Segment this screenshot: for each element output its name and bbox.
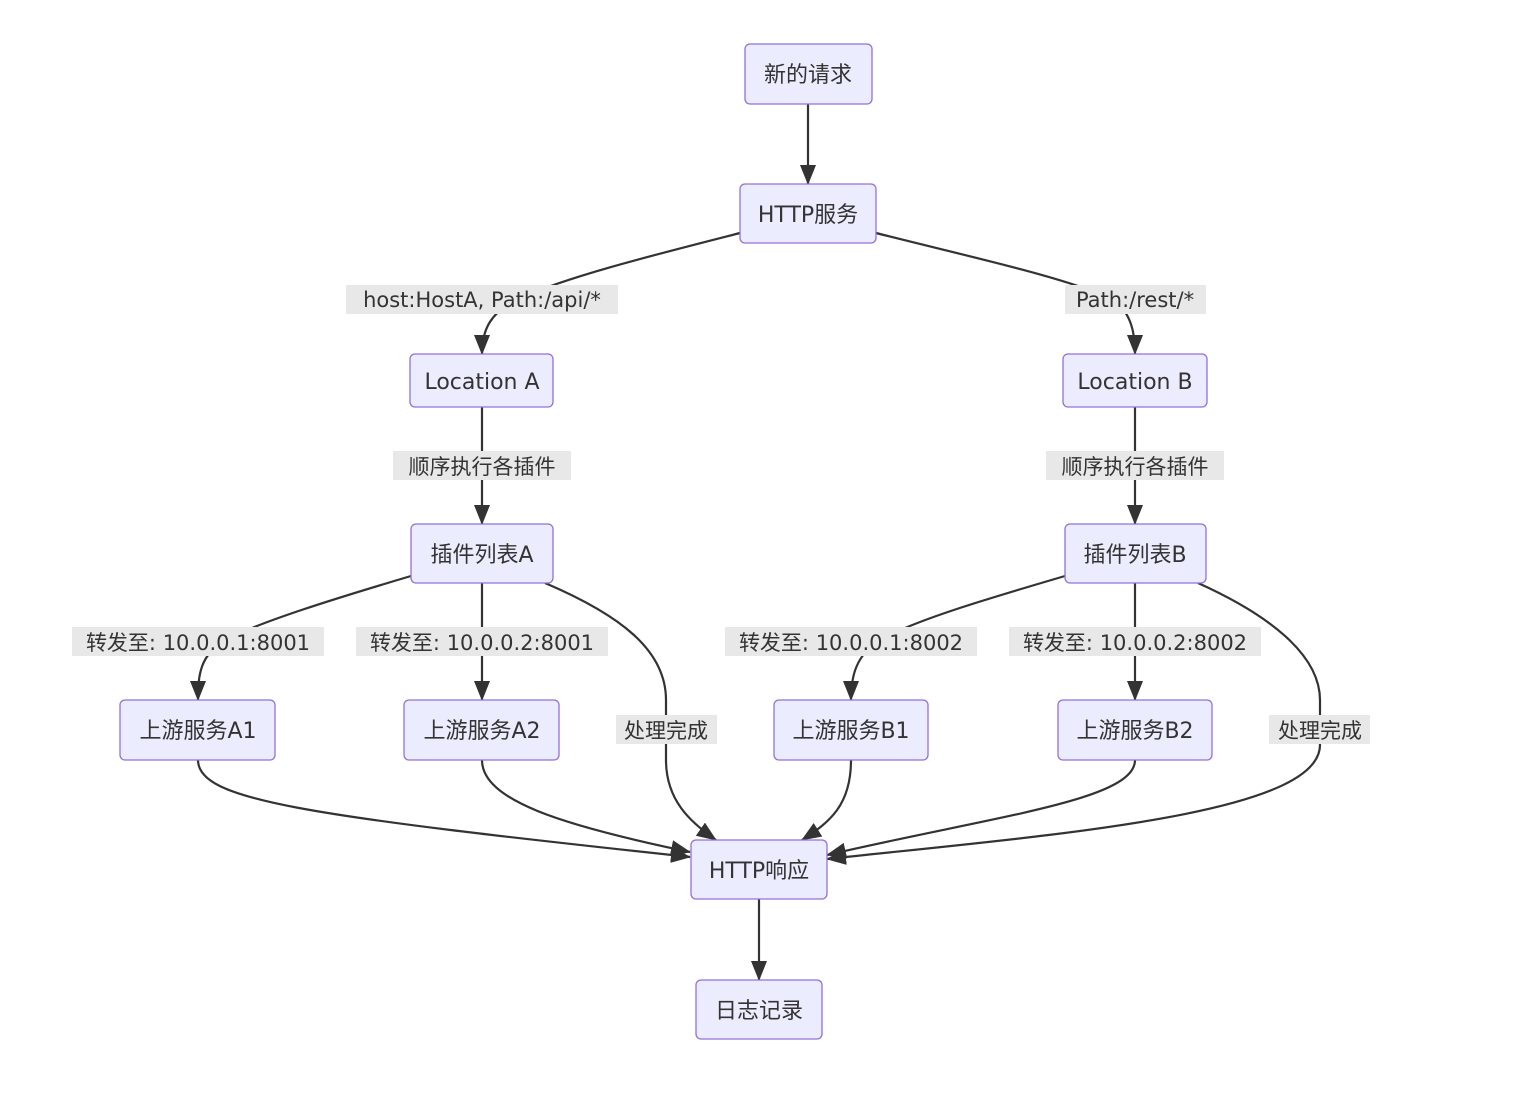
edge-upstream-a2-to-http-response xyxy=(480,759,691,856)
edge-upstream-b2-to-http-response xyxy=(826,759,1137,859)
svg-text:Location A: Location A xyxy=(424,370,539,395)
svg-text:HTTP服务: HTTP服务 xyxy=(758,203,858,228)
node-http-response: HTTP响应 xyxy=(690,839,828,900)
node-upstream-a2: 上游服务A2 xyxy=(403,699,560,761)
edge-label-plugins-a-to-upstream-a2: 转发至: 10.0.0.2:8001 xyxy=(356,627,608,656)
edge-label-location-b-to-plugins-b: 顺序执行各插件 xyxy=(1046,451,1224,480)
svg-text:上游服务B1: 上游服务B1 xyxy=(792,719,909,744)
node-location-a: Location A xyxy=(409,353,554,408)
edge-label-plugins-b-to-upstream-b2: 转发至: 10.0.0.2:8002 xyxy=(1009,627,1261,656)
svg-text:host:HostA, Path:/api/*: host:HostA, Path:/api/* xyxy=(363,288,601,312)
svg-text:插件列表B: 插件列表B xyxy=(1083,543,1186,568)
edge-plugins-b-to-http-response xyxy=(826,581,1322,865)
edge-label-location-a-to-plugins-a: 顺序执行各插件 xyxy=(393,451,571,480)
svg-text:转发至: 10.0.0.2:8002: 转发至: 10.0.0.2:8002 xyxy=(1023,631,1247,655)
svg-text:上游服务A1: 上游服务A1 xyxy=(139,719,256,744)
svg-text:顺序执行各插件: 顺序执行各插件 xyxy=(409,455,556,479)
svg-text:HTTP响应: HTTP响应 xyxy=(709,859,809,884)
node-upstream-a1: 上游服务A1 xyxy=(119,699,276,761)
edge-plugins-a-to-http-response xyxy=(544,581,717,841)
node-http-service: HTTP服务 xyxy=(739,183,877,244)
node-plugin-list-a: 插件列表A xyxy=(410,523,554,584)
node-location-b: Location B xyxy=(1062,353,1208,408)
edge-upstream-b1-to-http-response xyxy=(801,759,853,841)
node-plugin-list-b: 插件列表B xyxy=(1064,523,1207,584)
edge-label-plugins-a-to-http-response: 处理完成 xyxy=(616,715,717,744)
node-new-request: 新的请求 xyxy=(744,43,873,105)
svg-text:顺序执行各插件: 顺序执行各插件 xyxy=(1062,455,1209,479)
svg-text:新的请求: 新的请求 xyxy=(764,63,852,88)
node-log-record: 日志记录 xyxy=(695,979,823,1040)
node-upstream-b2: 上游服务B2 xyxy=(1057,699,1213,761)
edge-label-plugins-b-to-http-response: 处理完成 xyxy=(1269,715,1370,744)
svg-text:转发至: 10.0.0.1:8001: 转发至: 10.0.0.1:8001 xyxy=(86,631,310,655)
edge-label-plugins-a-to-upstream-a1: 转发至: 10.0.0.1:8001 xyxy=(72,627,324,656)
edge-label-http-to-location-b: Path:/rest/* xyxy=(1065,285,1206,314)
svg-text:转发至: 10.0.0.2:8001: 转发至: 10.0.0.2:8001 xyxy=(370,631,594,655)
edge-label-plugins-b-to-upstream-b1: 转发至: 10.0.0.1:8002 xyxy=(725,627,977,656)
svg-text:处理完成: 处理完成 xyxy=(624,719,708,743)
svg-text:插件列表A: 插件列表A xyxy=(430,543,533,568)
svg-text:上游服务A2: 上游服务A2 xyxy=(423,719,540,744)
svg-text:上游服务B2: 上游服务B2 xyxy=(1076,719,1193,744)
edge-upstream-a1-to-http-response xyxy=(196,759,691,863)
edge-label-http-to-location-a: host:HostA, Path:/api/* xyxy=(346,285,618,314)
svg-text:Path:/rest/*: Path:/rest/* xyxy=(1076,288,1194,312)
svg-text:Location B: Location B xyxy=(1077,370,1192,395)
svg-text:处理完成: 处理完成 xyxy=(1278,719,1362,743)
svg-text:日志记录: 日志记录 xyxy=(715,999,803,1024)
node-upstream-b1: 上游服务B1 xyxy=(773,699,929,761)
svg-text:转发至: 10.0.0.1:8002: 转发至: 10.0.0.1:8002 xyxy=(739,631,963,655)
